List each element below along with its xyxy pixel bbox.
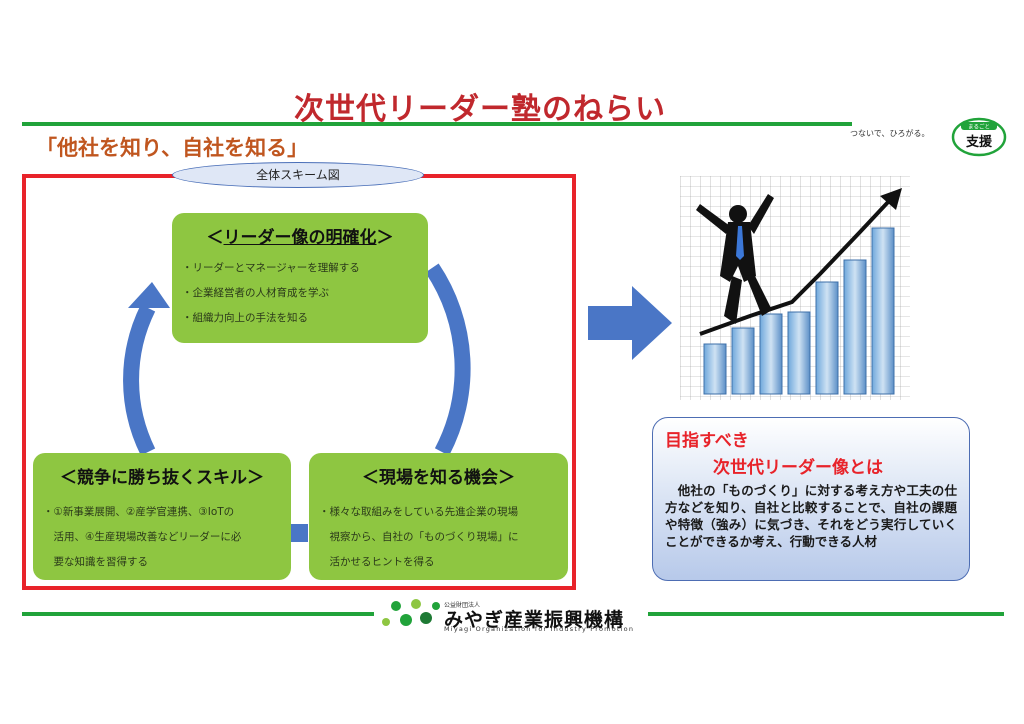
box-top-heading: ＜リーダー像の明確化＞: [206, 228, 394, 248]
scheme-label: 全体スキーム図: [172, 162, 424, 188]
footer-rule-left: [22, 612, 374, 616]
growth-chart-illustration: [680, 176, 910, 400]
title-underline: [22, 122, 852, 126]
box-left-line: ・①新事業展開、②産学官連携、③IoTの: [43, 506, 235, 518]
box-left-line: 活用、④生産現場改善などリーダーに必: [43, 531, 242, 543]
box-leader-image: ＜リーダー像の明確化＞ ・リーダーとマネージャーを理解する ・企業経営者の人材育…: [172, 213, 428, 343]
chart-bars: [703, 227, 895, 395]
organization-logo-icon: [382, 599, 440, 626]
callout-heading-1: 目指すべき: [665, 431, 749, 451]
box-competitive-skills: ＜競争に勝ち抜くスキル＞ ・①新事業展開、②産学官連携、③IoTの 活用、④生産…: [33, 453, 291, 580]
box-top-item: ・リーダーとマネージャーを理解する: [182, 262, 360, 274]
footer-org-name: みやぎ産業振興機構: [444, 609, 625, 631]
cycle-arrowhead-icon: [128, 282, 170, 308]
jumping-person-icon: [696, 194, 774, 324]
box-site-opportunity: ＜現場を知る機会＞ ・様々な取組みをしている先進企業の現場 視察から、自社の「も…: [309, 453, 568, 580]
trend-arrowhead-icon: [880, 188, 902, 210]
box-top-item: ・企業経営者の人材育成を学ぶ: [182, 287, 329, 299]
callout-body: 他社の「ものづくり」に対する考え方や工夫の仕方などを知り、自社と比較することで、…: [665, 483, 957, 549]
footer-org-type: 公益財団法人: [444, 602, 481, 609]
box-left-line: 要な知識を習得する: [43, 556, 148, 568]
subtitle: 「他社を知り、自社を知る」: [36, 136, 309, 160]
tagline: つないで、ひろがる。: [850, 129, 930, 138]
target-leader-callout: 目指すべき 次世代リーダー像とは 他社の「ものづくり」に対する考え方や工夫の仕方…: [652, 417, 970, 581]
box-right-line: 視察から、自社の「ものづくり現場」に: [319, 531, 519, 543]
box-right-heading: ＜現場を知る機会＞: [362, 468, 515, 488]
footer-rule-right: [648, 612, 1004, 616]
box-left-heading: ＜競争に勝ち抜くスキル＞: [60, 468, 264, 488]
box-right-line: ・様々な取組みをしている先進企業の現場: [319, 506, 519, 518]
footer-org-name-en: Miyagi Organization for Industry Promoti…: [444, 625, 635, 633]
badge-top-text: まるごと: [968, 123, 990, 131]
callout-heading-2: 次世代リーダー像とは: [713, 458, 883, 478]
support-badge-icon: まるごと 支援: [951, 117, 1007, 157]
page-title: 次世代リーダー塾のねらい: [294, 92, 666, 127]
box-top-item: ・組織力向上の手法を知る: [182, 312, 308, 324]
cycle-arrows: [123, 263, 471, 542]
right-arrow-icon: [588, 286, 672, 360]
box-right-line: 活かせるヒントを得る: [319, 556, 435, 568]
badge-main-text: 支援: [965, 134, 993, 150]
